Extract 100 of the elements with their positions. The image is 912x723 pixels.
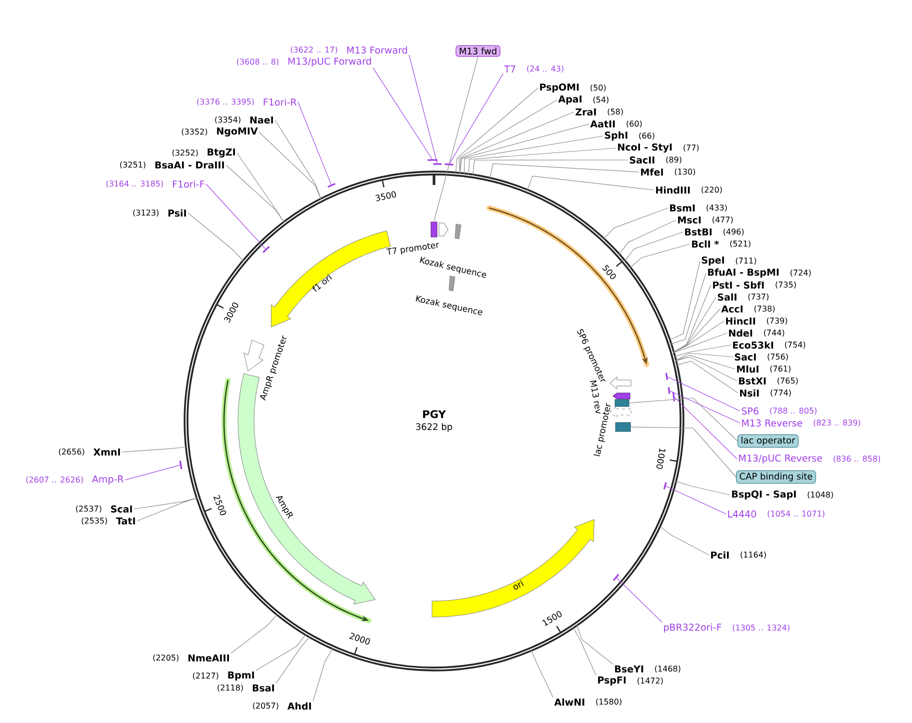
position-label: (77): [684, 144, 699, 152]
primer-label: F1ori-R: [264, 98, 297, 106]
leader-line: [458, 100, 558, 174]
leader-line: [672, 308, 720, 353]
site-label: BspQI - SapI: [732, 490, 796, 500]
leader-line: [490, 163, 640, 179]
primer-label: SP6: [742, 407, 758, 415]
site-label: AccI: [721, 305, 742, 313]
position-label: (54): [593, 96, 608, 104]
leader-line: [312, 648, 334, 702]
leader-line: [675, 356, 738, 382]
leader-line: [572, 627, 596, 676]
site-label: NdeI: [729, 329, 752, 337]
feature-block: [614, 399, 630, 407]
position-label: (433): [706, 204, 727, 212]
feature-tag: lac operator: [737, 434, 799, 448]
leader-line: [134, 498, 198, 510]
feature-label: Kozak sequence: [420, 256, 486, 278]
site-label: ApaI: [558, 96, 582, 104]
site-label: SpeI: [702, 256, 724, 266]
leader-line: [630, 244, 690, 268]
position-label: (1305 .. 1324): [732, 624, 790, 632]
position-label: (1164): [740, 551, 766, 559]
site-label: NsiI: [740, 389, 759, 397]
leader-line: [460, 124, 590, 174]
leader-line: [530, 650, 554, 698]
position-label: (711): [736, 257, 756, 265]
leader-line: [659, 526, 710, 556]
leader-line: [672, 296, 716, 353]
leader-line: [674, 344, 732, 357]
leader-line: [669, 260, 700, 340]
position-label: (1472): [638, 677, 663, 685]
position-label: (477): [712, 216, 733, 224]
leader-line: [464, 136, 604, 174]
feature-block: [615, 422, 631, 432]
site-label: MfeI: [641, 168, 663, 176]
leader-line: [455, 88, 538, 174]
leader-line: [675, 352, 734, 362]
primer-label: pBR322ori-F: [664, 623, 722, 633]
site-label: BfuAI - BspMI: [708, 268, 779, 278]
plasmid-name: PGY: [423, 410, 446, 418]
leader-line: [274, 120, 322, 200]
scale-label: 2000: [349, 632, 370, 645]
site-label: BsaAI - DraIII: [155, 161, 224, 169]
leader-line: [206, 184, 266, 250]
position-label: (724): [790, 269, 811, 277]
site-label: PspFI: [598, 676, 626, 686]
position-label: (60): [626, 120, 642, 128]
position-label: (220): [702, 186, 722, 194]
position-label: (823 .. 839): [814, 419, 860, 427]
site-label: PspOMI: [540, 83, 579, 93]
position-label: (1580): [596, 698, 622, 706]
leader-line: [472, 160, 628, 176]
position-label: (50): [590, 84, 606, 92]
position-label: (2535): [82, 517, 107, 525]
leader-line: [672, 320, 724, 353]
position-label: (58): [608, 108, 623, 116]
primer-label: L4440: [728, 510, 756, 518]
position-label: (2607 .. 2626): [26, 476, 83, 484]
leader-line: [256, 634, 306, 671]
position-label: (3608 .. 8): [237, 58, 278, 66]
position-label: (2205): [153, 654, 178, 662]
leader-line: [666, 376, 740, 412]
leader-line: [668, 390, 740, 424]
feature-label: M13 rev: [590, 380, 600, 414]
leader-line: [460, 112, 574, 174]
site-label: BseYI: [615, 665, 644, 673]
leader-line: [618, 220, 676, 255]
position-label: (738): [754, 305, 775, 313]
position-label: (2057): [253, 702, 278, 710]
leader-line: [603, 208, 668, 240]
position-label: (744): [764, 329, 784, 337]
leader-line: [372, 68, 433, 160]
position-label: (66): [639, 132, 654, 140]
site-label: BsaI: [252, 684, 274, 692]
leader-line: [434, 56, 478, 222]
leader-line: [673, 396, 738, 460]
leader-line: [664, 485, 726, 514]
leader-line: [670, 272, 706, 344]
site-label: AhdI: [287, 702, 311, 710]
site-label: AlwNI: [554, 698, 584, 706]
primer-label: M13 Forward: [347, 46, 407, 54]
leader-line: [136, 498, 198, 522]
leader-line: [628, 398, 738, 442]
leader-line: [298, 102, 332, 186]
leader-line: [230, 614, 278, 654]
position-label: (2118): [218, 684, 243, 692]
position-label: (24 .. 43): [527, 65, 564, 73]
leader-line: [624, 232, 684, 262]
position-label: (89): [666, 156, 682, 164]
position-label: (3622 .. 17): [290, 46, 338, 54]
site-label: MluI: [737, 365, 758, 373]
site-label: PstI - SbfI: [713, 281, 764, 289]
site-label: MscI: [678, 216, 701, 224]
primer-label: M13/pUC Forward: [288, 57, 371, 67]
site-label: SacII: [630, 156, 654, 164]
feature-tag: M13 fwd: [456, 45, 500, 57]
scale-label: 2500: [213, 494, 226, 516]
position-label: (754): [785, 341, 806, 349]
position-label: (3123): [133, 209, 158, 217]
